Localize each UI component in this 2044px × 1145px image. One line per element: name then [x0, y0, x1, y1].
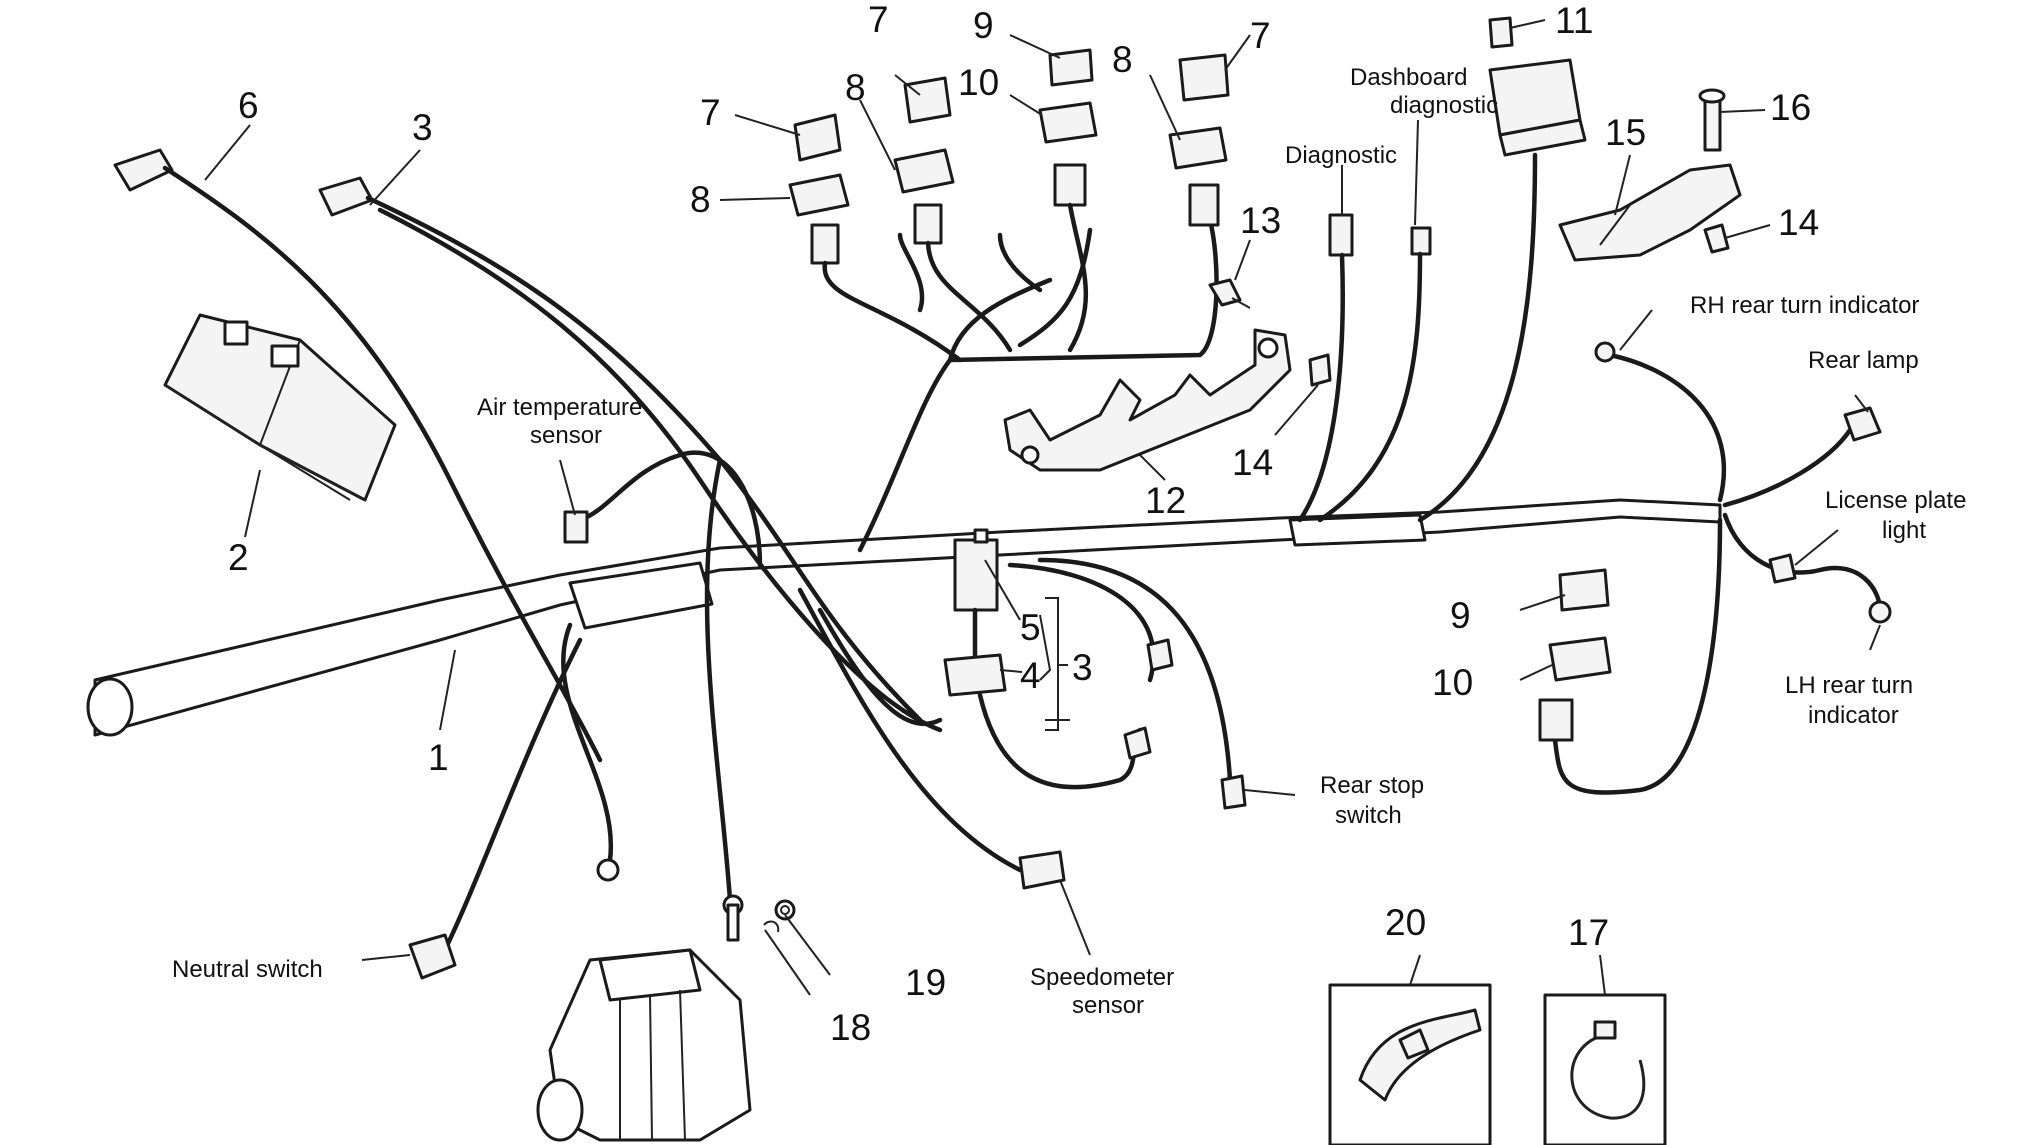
relays-right — [1538, 568, 1612, 742]
speedometer-sensor — [797, 587, 1066, 890]
label-dashboard: Dashboard — [1350, 64, 1467, 91]
label-rh-rear-turn: RH rear turn indicator — [1690, 292, 1919, 319]
callout-17: 17 — [1568, 912, 1609, 953]
group-bracket — [1045, 597, 1068, 731]
main-harness — [86, 498, 1722, 737]
label-license-plate: License plate — [1825, 487, 1966, 514]
battery — [163, 313, 397, 502]
callout-1: 1 — [428, 737, 449, 778]
relay-socket-10b — [1548, 636, 1612, 682]
fuse-11 — [1488, 16, 1514, 49]
callout-6: 6 — [238, 85, 259, 126]
harness-sleeve-2 — [1288, 513, 1427, 547]
callout-14-bracket: 14 — [1232, 442, 1273, 483]
callout-2: 2 — [228, 537, 249, 578]
callout-15: 15 — [1605, 112, 1646, 153]
relay-socket-8c — [1168, 126, 1228, 170]
air-temperature-sensor — [563, 450, 763, 568]
label-dashboard-2: diagnostic — [1390, 92, 1498, 119]
washer-18 — [763, 920, 780, 933]
callout-14-right: 14 — [1778, 202, 1819, 243]
callout-18: 18 — [830, 1007, 871, 1048]
callout-9-top: 9 — [973, 5, 994, 46]
relay-socket-8b — [893, 148, 955, 194]
label-rear-stop-2: switch — [1335, 802, 1402, 829]
label-rear-lamp: Rear lamp — [1808, 347, 1919, 374]
screw-16 — [1698, 88, 1726, 152]
rear-stop-switch-connector — [1220, 774, 1247, 810]
battery-cables — [113, 148, 943, 763]
label-diagnostic: Diagnostic — [1285, 142, 1397, 169]
clamp-17 — [1543, 993, 1667, 1145]
harness-sleeve-1 — [568, 561, 714, 630]
callout-19: 19 — [905, 962, 946, 1003]
callout-7-mid: 7 — [868, 0, 889, 40]
label-license-plate-2: light — [1882, 517, 1926, 544]
callout-10-top: 10 — [958, 62, 999, 103]
terminal-3 — [318, 176, 374, 217]
text-labels: Air temperature sensor Dashboard diagnos… — [172, 64, 1966, 1019]
label-lh-rear-turn: LH rear turn — [1785, 672, 1913, 699]
label-rear-stop: Rear stop — [1320, 772, 1424, 799]
label-air-temperature: Air temperature — [477, 394, 642, 421]
callout-numbers: 6 3 2 1 7 8 7 8 9 10 8 7 11 13 12 14 15 … — [228, 0, 1819, 1048]
screw-13 — [1208, 278, 1251, 309]
clip-14b — [1703, 223, 1730, 254]
dashboard-diagnostic-connector — [1410, 226, 1432, 256]
ground-wires — [408, 457, 744, 980]
harness-end — [86, 677, 134, 737]
callout-7-left: 7 — [700, 92, 721, 133]
callout-5: 5 — [1020, 607, 1041, 648]
terminal-6 — [113, 148, 174, 192]
callout-13: 13 — [1240, 200, 1281, 241]
callout-8-mid: 8 — [845, 67, 866, 108]
relay-7a — [793, 113, 842, 162]
nut-19 — [774, 899, 796, 921]
clip-14a — [1308, 353, 1332, 387]
relay-9b — [1558, 568, 1610, 612]
callout-3-battery: 3 — [412, 107, 433, 148]
label-speedometer-2: sensor — [1072, 992, 1144, 1019]
connector-4 — [943, 653, 1007, 697]
label-air-temperature-2: sensor — [530, 422, 602, 449]
label-lh-rear-turn-2: indicator — [1808, 702, 1899, 729]
lh-rear-turn-connector — [1868, 600, 1892, 624]
callout-8-right: 8 — [1112, 39, 1133, 80]
callout-9-right: 9 — [1450, 595, 1471, 636]
fuse-holder-5 — [953, 538, 999, 612]
connector-group-3 — [817, 528, 1247, 810]
relays-left — [788, 48, 1230, 363]
callout-4: 4 — [1020, 655, 1041, 696]
rh-rear-turn-connector — [1594, 341, 1616, 363]
starter-motor — [536, 948, 752, 1142]
diagnostic-connectors — [1297, 16, 1587, 523]
label-neutral-switch: Neutral switch — [172, 956, 323, 983]
relay-socket-10a — [1038, 101, 1098, 144]
callout-16: 16 — [1770, 87, 1811, 128]
relay-7b — [903, 76, 952, 124]
callout-7-right: 7 — [1250, 15, 1271, 56]
relay-socket-8a — [788, 173, 850, 217]
relay-9a — [1048, 48, 1094, 87]
relay-7c — [1178, 53, 1230, 102]
leader-lines — [204, 19, 1881, 996]
license-plate-connector — [1768, 553, 1797, 584]
bracket-12 — [1003, 328, 1292, 472]
bracket-15 — [1558, 163, 1742, 262]
callout-11: 11 — [1555, 0, 1593, 41]
callout-10-right: 10 — [1432, 662, 1473, 703]
rear-lamp-connector — [1843, 406, 1882, 442]
callout-12: 12 — [1145, 480, 1186, 521]
cable-tie-20 — [1328, 983, 1492, 1145]
callout-20: 20 — [1385, 902, 1426, 943]
label-speedometer: Speedometer — [1030, 964, 1174, 991]
diagnostic-connector — [1328, 213, 1354, 257]
relay-branch — [857, 217, 1219, 553]
neutral-switch-connector — [408, 933, 457, 980]
callout-8-left: 8 — [690, 179, 711, 220]
callout-3-group: 3 — [1072, 647, 1093, 688]
rear-lighting — [1552, 341, 1892, 795]
